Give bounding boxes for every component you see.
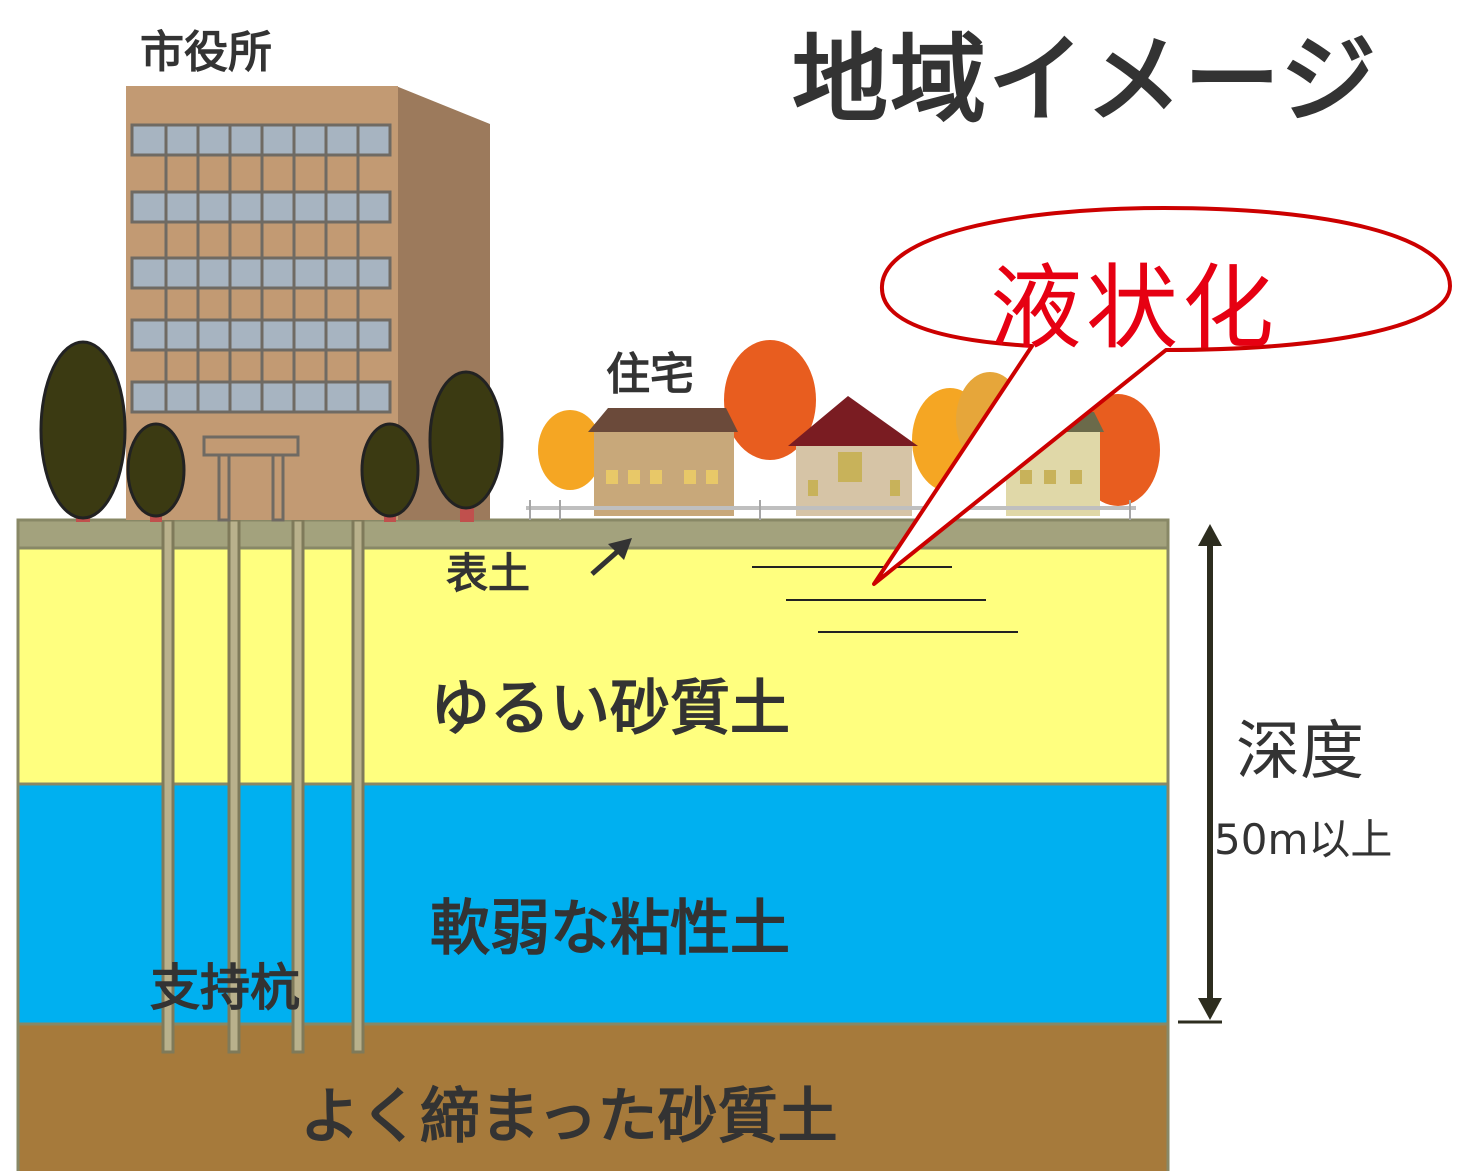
soft-clay-layer — [16, 782, 1170, 1026]
city-hall-label: 市役所 — [140, 27, 272, 78]
depth-label: 深度 — [1236, 715, 1364, 789]
diagram-title: 地域イメージ — [792, 24, 1379, 136]
pile — [351, 518, 365, 1054]
double-arrow-vertical-icon — [1178, 524, 1222, 1024]
tree-icon — [39, 340, 504, 522]
topsoil-label: 表土 — [446, 549, 531, 598]
housing-label: 住宅 — [606, 349, 694, 400]
depth-value: 50m以上 — [1214, 815, 1393, 864]
loose-sandy-soil-label: ゆるい砂質土 — [430, 674, 790, 744]
liquefaction-label: 液状化 — [990, 255, 1279, 362]
loose-sand-layer — [16, 546, 1170, 786]
dense-sand-layer — [16, 1022, 1170, 1171]
topsoil-layer — [16, 518, 1170, 550]
liquefaction-callout — [872, 206, 1452, 586]
support-piles-label: 支持杭 — [150, 959, 300, 1017]
soft-clay-soil-label: 軟弱な粘性土 — [430, 894, 790, 964]
liquefaction-lines — [752, 566, 1018, 633]
dense-sandy-soil-label: よく締まった砂質土 — [300, 1082, 838, 1152]
arrow-up-right-icon — [590, 538, 632, 576]
soil-layers — [16, 518, 1170, 1171]
house-icon — [526, 340, 1160, 520]
